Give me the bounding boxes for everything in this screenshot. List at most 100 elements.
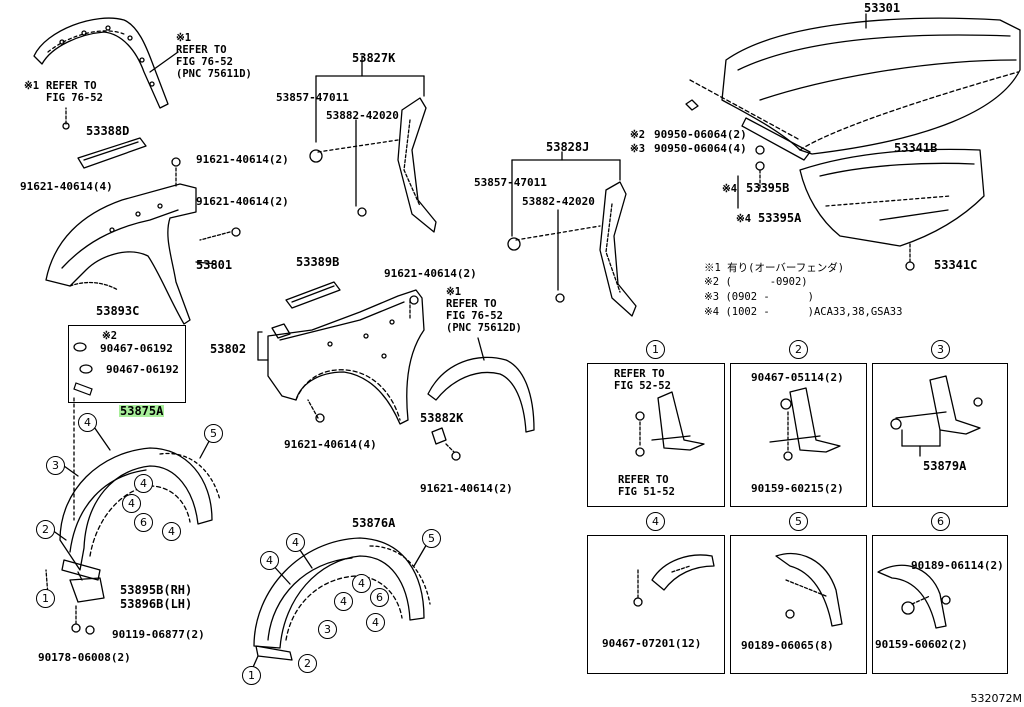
legend-line-1: ※1 有り(オーバーフェンダ) xyxy=(704,262,845,274)
label-91621-40614-d: 91621-40614(2) xyxy=(384,267,477,280)
panel-1-refer-52-52: REFER TO FIG 52-52 xyxy=(614,368,671,392)
label-53896b: 53896B(LH) xyxy=(120,597,193,611)
detail-panel-3: 3 53879A xyxy=(872,340,1008,507)
label-53802: 53802 xyxy=(210,342,247,356)
label-53882k: 53882K xyxy=(420,411,464,425)
label-53882-42020-mid: 53882-42020 xyxy=(522,195,595,208)
callout-4-i: 4 xyxy=(366,613,385,632)
callout-4-h: 4 xyxy=(334,592,353,611)
callout-6-a: 6 xyxy=(134,513,153,532)
panel-1-number: 1 xyxy=(646,340,665,359)
callout-2-a: 2 xyxy=(36,520,55,539)
panel-3-label-53879a: 53879A xyxy=(923,459,967,473)
callout-4-a: 4 xyxy=(78,413,97,432)
kit-mark: ※2 xyxy=(102,330,118,342)
panel-2-number: 2 xyxy=(789,340,808,359)
detail-panel-4: 4 90467-07201(12) xyxy=(587,512,725,674)
bracket-53882k-shape xyxy=(431,427,447,445)
label-90950-06064-a: 90950-06064(2) xyxy=(654,128,747,141)
label-53801: 53801 xyxy=(196,258,233,272)
panel-5-clip-90189-06065: 90189-06065(8) xyxy=(741,639,834,652)
label-53876a: 53876A xyxy=(352,516,396,530)
callout-5-a: 5 xyxy=(204,424,223,443)
callout-3-b: 3 xyxy=(318,620,337,639)
label-53882-42020-upper: 53882-42020 xyxy=(326,109,399,122)
callout-4-d: 4 xyxy=(162,522,181,541)
callout-3-a: 3 xyxy=(46,456,65,475)
seal-53388d-shape xyxy=(77,137,147,169)
refer-fig-76-52-mid: ※1 REFER TO FIG 76-52 (PNC 75612D) xyxy=(446,286,522,334)
label-90467-06192-b: 90467-06192 xyxy=(106,363,179,376)
panel-6-bolt-90159-60602: 90159-60602(2) xyxy=(875,638,968,651)
label-91621-40614-a: 91621-40614(2) xyxy=(196,153,289,166)
mark-2: ※2 xyxy=(630,129,646,141)
panel-2-clip-90467-05114: 90467-05114(2) xyxy=(751,371,844,384)
legend-line-3: ※3 (0902 - ) xyxy=(704,291,814,303)
label-91621-40614-c: 91621-40614(2) xyxy=(196,195,289,208)
seal-53389b-shape xyxy=(285,281,341,309)
label-53828j: 53828J xyxy=(546,140,590,154)
callout-4-c: 4 xyxy=(122,494,141,513)
liner-53876a-shape xyxy=(253,537,431,661)
label-53857-47011-upper: 53857-47011 xyxy=(276,91,349,104)
detail-sketch-4 xyxy=(633,554,715,607)
mark-4a: ※4 xyxy=(722,183,738,195)
panel-6-clip-90189-06114: 90189-06114(2) xyxy=(911,559,1004,572)
label-53857-47011-mid: 53857-47011 xyxy=(474,176,547,189)
callout-4-e: 4 xyxy=(286,533,305,552)
callout-4-f: 4 xyxy=(260,551,279,570)
panel-2-bolt-90159-60215: 90159-60215(2) xyxy=(751,482,844,495)
label-53875a: 53875A xyxy=(119,404,165,418)
fender-53802-shape xyxy=(257,289,425,425)
detail-sketch-2 xyxy=(769,387,841,461)
panel-4-number: 4 xyxy=(646,512,665,531)
fender-53801-shape xyxy=(45,157,241,325)
callout-1-a: 1 xyxy=(36,589,55,608)
callout-1-b: 1 xyxy=(242,666,261,685)
panel-1-refer-51-52: REFER TO FIG 51-52 xyxy=(618,474,675,498)
legend-line-4: ※4 (1002 - )ACA33,38,GSA33 xyxy=(704,306,903,318)
callout-6-b: 6 xyxy=(370,588,389,607)
label-90467-06192-a: 90467-06192 xyxy=(100,342,173,355)
bracket-53827k-shape xyxy=(309,55,437,233)
detail-sketch-3 xyxy=(890,375,983,457)
hood-53301-shape xyxy=(685,13,1021,209)
label-53341b: 53341B xyxy=(894,141,938,155)
over-fender-upper-part xyxy=(33,17,179,130)
label-91621-40614-f: 91621-40614(2) xyxy=(420,482,513,495)
callout-4-b: 4 xyxy=(134,474,153,493)
mud-guard-shape xyxy=(69,571,105,603)
diagram-code: 532072M xyxy=(970,692,1022,705)
refer-mark-upper: ※1 xyxy=(24,80,40,92)
panel-6-number: 6 xyxy=(931,512,950,531)
label-91621-40614-e: 91621-40614(4) xyxy=(284,438,377,451)
bracket-53828j-shape xyxy=(507,151,637,317)
label-90178-06008: 90178-06008(2) xyxy=(38,651,131,664)
label-90950-06064-b: 90950-06064(4) xyxy=(654,142,747,155)
detail-panel-5: 5 90189-06065(8) xyxy=(730,512,867,674)
kit-clip-icons xyxy=(73,342,93,396)
detail-sketch-5 xyxy=(775,552,843,627)
label-53301: 53301 xyxy=(864,1,901,15)
label-53395b: 53395B xyxy=(746,181,790,195)
detail-sketch-6 xyxy=(877,564,951,629)
callout-2-b: 2 xyxy=(298,654,317,673)
label-53388d: 53388D xyxy=(86,124,130,138)
label-90119-06877: 90119-06877(2) xyxy=(112,628,205,641)
kit-53893c-box xyxy=(68,325,186,403)
hood-insulator-53341b-shape xyxy=(799,148,985,271)
label-53341c: 53341C xyxy=(934,258,978,272)
callout-4-g: 4 xyxy=(352,574,371,593)
detail-panel-2: 2 90467-05114(2) 90159-60215(2) xyxy=(730,340,867,507)
callout-5-b: 5 xyxy=(422,529,441,548)
panel-4-clip-90467-07201: 90467-07201(12) xyxy=(602,637,702,650)
label-53893c: 53893C xyxy=(96,304,140,318)
over-fender-front-shape xyxy=(427,356,535,433)
label-53389b: 53389B xyxy=(296,255,340,269)
detail-panel-1: 1 REFER TO FIG 52-52 REFER TO FIG 51-52 xyxy=(587,340,725,507)
detail-panel-6: 6 90189-06114(2) 90159-60602(2) xyxy=(872,512,1008,674)
refer-fig-76-52-left: REFER TO FIG 76-52 xyxy=(46,80,103,104)
label-53827k: 53827K xyxy=(352,51,396,65)
label-91621-40614-b: 91621-40614(4) xyxy=(20,180,113,193)
